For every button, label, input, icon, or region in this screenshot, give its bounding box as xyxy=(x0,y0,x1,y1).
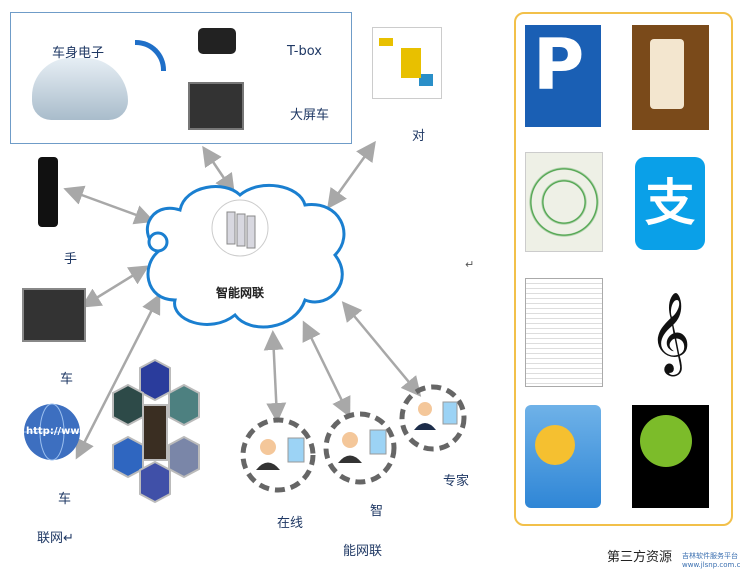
cloud-label: 智能网联 xyxy=(216,286,265,300)
globe-url-text: http://ww xyxy=(26,426,80,437)
diagram-document-image xyxy=(372,27,442,99)
label-lianwang: 联网↵ xyxy=(37,531,74,546)
label-phone: 手 xyxy=(64,252,78,267)
news-page-icon xyxy=(525,278,603,387)
label-expert: 专家 xyxy=(443,474,470,489)
arrow-online-cloud xyxy=(263,330,287,423)
user-computer-icons xyxy=(256,401,458,470)
head-unit-image xyxy=(188,82,244,130)
car-image xyxy=(32,58,128,120)
music-note-icon: 𝄞 xyxy=(649,291,691,373)
arrow-doc-cloud xyxy=(327,140,376,210)
arrow-vehicle-cloud xyxy=(202,145,235,195)
label-third-party: 第三方资源 xyxy=(607,550,673,565)
label-big-screen: 大屏车 xyxy=(290,108,330,123)
expert-user-circle xyxy=(399,384,467,452)
label-car: 车 xyxy=(60,372,74,387)
weather-icon xyxy=(525,405,601,508)
label-tbox: T-box xyxy=(287,44,322,59)
arrow-expert-cloud xyxy=(341,301,422,397)
car-head-unit-image xyxy=(22,288,86,342)
fuel-station-icon xyxy=(632,25,709,130)
online-user-circle xyxy=(240,417,316,493)
alipay-icon: 支 xyxy=(635,157,705,250)
label-dui: 对 xyxy=(412,129,426,144)
label-nengwanglian: 能网联 xyxy=(343,544,383,559)
tbox-device-image xyxy=(198,28,236,54)
arrow-headunit-cloud xyxy=(80,265,150,308)
label-zhi: 智 xyxy=(370,504,384,519)
smart-user-circle xyxy=(323,411,397,485)
arrow-phone-cloud xyxy=(63,185,155,225)
vehicle-devices-box xyxy=(10,12,352,144)
phone-image xyxy=(38,157,58,227)
label-body-electronics: 车身电子 xyxy=(52,46,105,61)
third-party-resources-box xyxy=(514,12,733,526)
cloud-icon xyxy=(146,183,346,329)
globe-icon xyxy=(24,403,80,461)
watermark: 吉林软件服务平台 www.jlsnp.com.cn xyxy=(682,552,740,569)
label-online: 在线 xyxy=(277,516,304,531)
hexagon-services-icon xyxy=(112,358,200,504)
return-mark: ↵ xyxy=(465,258,475,271)
arrow-smart-cloud xyxy=(302,320,351,418)
parking-icon: P xyxy=(525,25,601,127)
arrow-globe-cloud xyxy=(75,293,161,460)
wechat-icon xyxy=(632,405,709,508)
label-car-2: 车 xyxy=(58,492,72,507)
traffic-map-icon xyxy=(525,152,603,252)
